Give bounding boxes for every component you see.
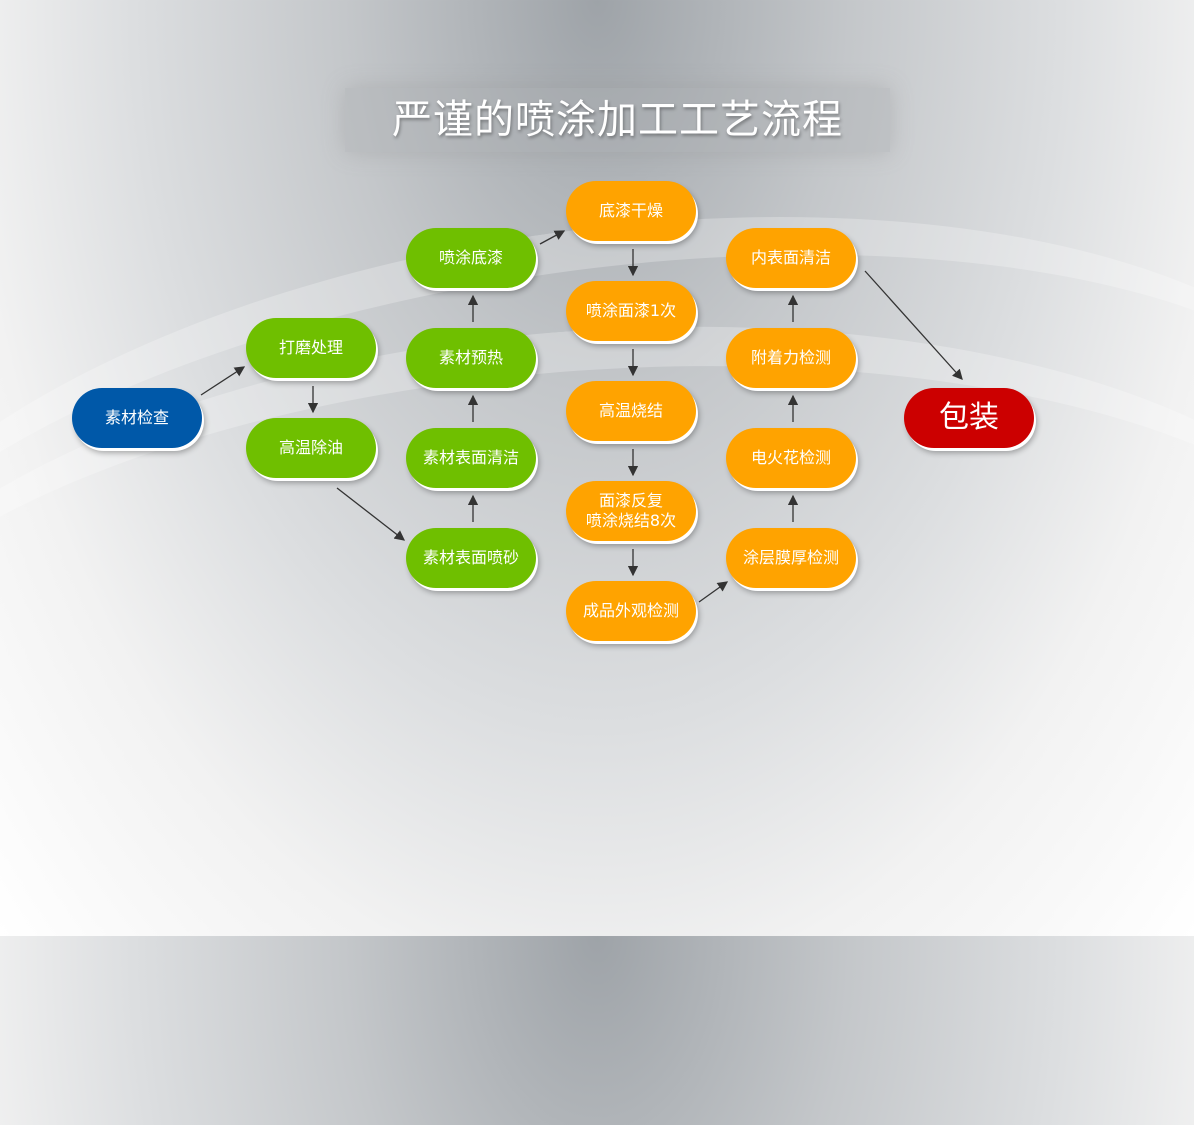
process-step-label: 打磨处理 (278, 338, 343, 357)
process-step-label: 素材检查 (104, 408, 169, 427)
process-step-label: 涂层膜厚检测 (742, 548, 839, 567)
process-step-label: 内表面清洁 (750, 248, 831, 267)
process-step-n6: 素材预热 (406, 328, 536, 388)
process-step-n2: 打磨处理 (246, 318, 376, 378)
title-band (345, 88, 890, 152)
process-step-label: 素材表面喷砂 (422, 548, 519, 567)
process-step-n14: 电火花检测 (726, 428, 856, 488)
arrow-n12-to-n13 (698, 581, 729, 603)
process-step-n16: 内表面清洁 (726, 228, 856, 288)
process-step-n10: 高温烧结 (566, 381, 696, 441)
process-step-n11: 面漆反复 喷涂烧结8次 (566, 481, 696, 541)
process-step-label: 面漆反复 喷涂烧结8次 (585, 491, 677, 530)
flow-arrows (200, 230, 963, 603)
process-step-label: 附着力检测 (750, 348, 831, 367)
process-step-n8: 底漆干燥 (566, 181, 696, 241)
arrow-n3-to-n4 (336, 487, 406, 541)
arrow-n16-to-n17 (864, 270, 963, 380)
arrow-n7-to-n8 (539, 230, 566, 245)
process-step-label: 电火花检测 (750, 448, 831, 467)
process-step-n15: 附着力检测 (726, 328, 856, 388)
process-step-label: 喷涂底漆 (438, 248, 503, 267)
process-step-label: 喷涂面漆1次 (585, 301, 677, 320)
process-step-label: 高温除油 (278, 438, 343, 457)
process-step-label: 素材预热 (438, 348, 503, 367)
process-step-label: 高温烧结 (598, 401, 663, 420)
arrow-n1-to-n2 (200, 366, 246, 396)
process-step-label: 成品外观检测 (582, 601, 679, 620)
process-step-n7: 喷涂底漆 (406, 228, 536, 288)
process-step-label: 素材表面清洁 (422, 448, 519, 467)
page-title: 严谨的喷涂加工工艺流程 (392, 97, 843, 143)
process-step-n4: 素材表面喷砂 (406, 528, 536, 588)
process-step-n1: 素材检查 (72, 388, 202, 448)
process-step-n9: 喷涂面漆1次 (566, 281, 696, 341)
process-step-label: 底漆干燥 (598, 201, 663, 220)
process-step-n13: 涂层膜厚检测 (726, 528, 856, 588)
process-step-n5: 素材表面清洁 (406, 428, 536, 488)
process-step-label: 包装 (939, 400, 999, 435)
process-step-n12: 成品外观检测 (566, 581, 696, 641)
process-step-n3: 高温除油 (246, 418, 376, 478)
process-step-n17: 包装 (904, 388, 1034, 448)
